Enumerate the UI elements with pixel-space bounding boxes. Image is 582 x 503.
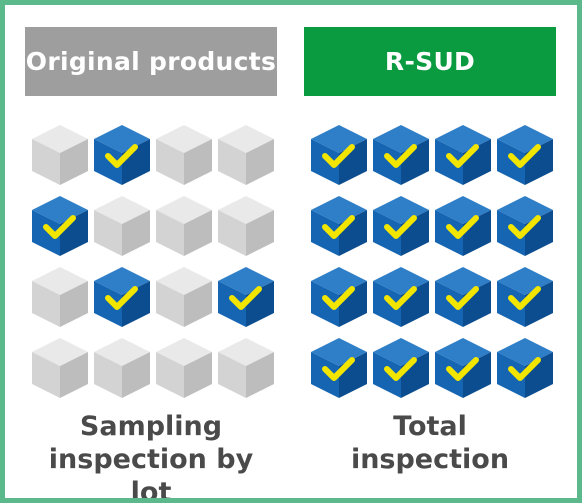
- check-icon: [446, 286, 479, 310]
- check-icon: [322, 144, 355, 168]
- checked-cube-icon: [308, 123, 370, 194]
- rsud-panel: R-SUD Total inspection: [304, 27, 556, 476]
- checked-cube-icon: [494, 194, 556, 265]
- unchecked-cube-icon: [153, 123, 215, 194]
- original-products-header: Original products: [25, 27, 277, 96]
- check-icon: [105, 286, 138, 310]
- checked-cube-icon: [432, 123, 494, 194]
- checked-cube-icon: [308, 194, 370, 265]
- unchecked-cube-icon: [29, 123, 91, 194]
- original-products-panel: Original products Sampling inspection by…: [25, 27, 277, 503]
- unchecked-cube-icon: [215, 123, 277, 194]
- check-icon: [384, 215, 417, 239]
- check-icon: [384, 286, 417, 310]
- checked-cube-icon: [494, 123, 556, 194]
- checked-cube-icon: [432, 265, 494, 336]
- check-icon: [446, 144, 479, 168]
- caption-line-1: Total: [393, 411, 467, 442]
- unchecked-cube-icon: [215, 336, 277, 407]
- unchecked-cube-icon: [91, 336, 153, 407]
- sampling-inspection-caption: Sampling inspection by lot: [25, 410, 277, 503]
- caption-line-2: inspection by lot: [48, 444, 254, 503]
- total-inspection-caption: Total inspection: [304, 410, 556, 476]
- unchecked-cube-icon: [29, 265, 91, 336]
- checked-cube-icon: [29, 194, 91, 265]
- checked-cube-icon: [215, 265, 277, 336]
- rsud-cube-grid: [308, 123, 556, 407]
- unchecked-cube-icon: [215, 194, 277, 265]
- check-icon: [508, 144, 541, 168]
- checked-cube-icon: [308, 265, 370, 336]
- checked-cube-icon: [494, 336, 556, 407]
- check-icon: [384, 144, 417, 168]
- original-products-cube-grid: [29, 123, 277, 407]
- check-icon: [446, 215, 479, 239]
- check-icon: [508, 357, 541, 381]
- checked-cube-icon: [91, 265, 153, 336]
- check-icon: [43, 215, 76, 239]
- check-icon: [322, 286, 355, 310]
- unchecked-cube-icon: [153, 336, 215, 407]
- checked-cube-icon: [370, 123, 432, 194]
- check-icon: [508, 286, 541, 310]
- checked-cube-icon: [432, 336, 494, 407]
- rsud-header: R-SUD: [304, 27, 556, 96]
- checked-cube-icon: [494, 265, 556, 336]
- check-icon: [446, 357, 479, 381]
- check-icon: [384, 357, 417, 381]
- check-icon: [229, 286, 262, 310]
- checked-cube-icon: [91, 123, 153, 194]
- unchecked-cube-icon: [153, 194, 215, 265]
- check-icon: [322, 215, 355, 239]
- check-icon: [508, 215, 541, 239]
- caption-line-1: Sampling: [79, 411, 223, 442]
- unchecked-cube-icon: [153, 265, 215, 336]
- unchecked-cube-icon: [91, 194, 153, 265]
- checked-cube-icon: [308, 336, 370, 407]
- check-icon: [105, 144, 138, 168]
- checked-cube-icon: [370, 265, 432, 336]
- check-icon: [322, 357, 355, 381]
- caption-line-2: inspection: [350, 444, 510, 475]
- checked-cube-icon: [432, 194, 494, 265]
- checked-cube-icon: [370, 336, 432, 407]
- checked-cube-icon: [370, 194, 432, 265]
- unchecked-cube-icon: [29, 336, 91, 407]
